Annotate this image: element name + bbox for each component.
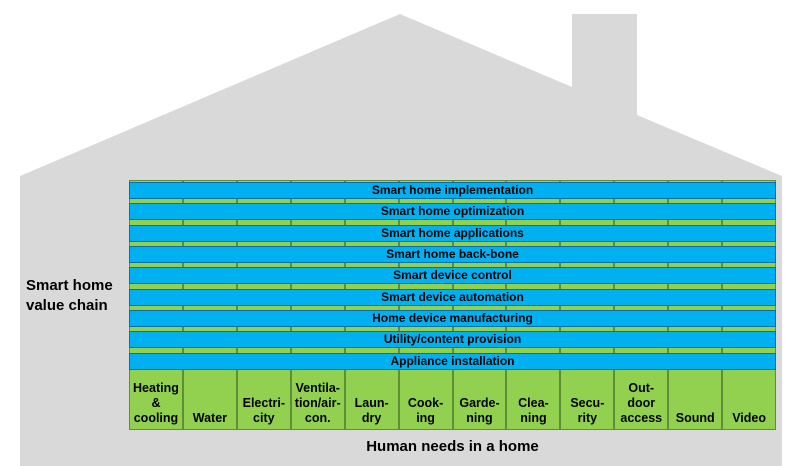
layer-utility-content-provision: Utility/content provision: [129, 331, 776, 349]
value-chain-label-line1: Smart home: [26, 277, 113, 294]
value-chain-label: Smart home value chain: [26, 276, 136, 316]
need-label: Video: [732, 411, 766, 425]
layer-appliance-installation: Appliance installation: [129, 352, 776, 370]
layer-smart-home-backbone: Smart home back-bone: [129, 246, 776, 264]
need-label: Secu- rity: [570, 396, 605, 425]
need-label: Cook- ing: [407, 396, 444, 425]
need-label: Electri- city: [242, 396, 285, 425]
need-label: Sound: [675, 411, 715, 425]
value-chain-label-line2: value chain: [26, 297, 108, 314]
human-needs-label: Human needs in a home: [366, 438, 539, 455]
value-chain-layers: Smart home implementation Smart home opt…: [129, 182, 776, 374]
need-label: Ventila- tion/air- con.: [294, 381, 341, 425]
layer-smart-home-applications: Smart home applications: [129, 224, 776, 242]
layer-smart-device-automation: Smart device automation: [129, 288, 776, 306]
need-label: Water: [192, 411, 228, 425]
need-label: Out- door access: [620, 381, 663, 425]
need-label: Heating & cooling: [133, 381, 179, 425]
need-label: Laun- dry: [354, 396, 389, 425]
layer-smart-device-control: Smart device control: [129, 267, 776, 285]
need-label: Garde- ning: [459, 396, 500, 425]
need-label: Clea- ning: [518, 396, 549, 425]
layer-smart-home-implementation: Smart home implementation: [129, 182, 776, 199]
layer-home-device-manufacturing: Home device manufacturing: [129, 310, 776, 328]
layer-smart-home-optimization: Smart home optimization: [129, 203, 776, 221]
